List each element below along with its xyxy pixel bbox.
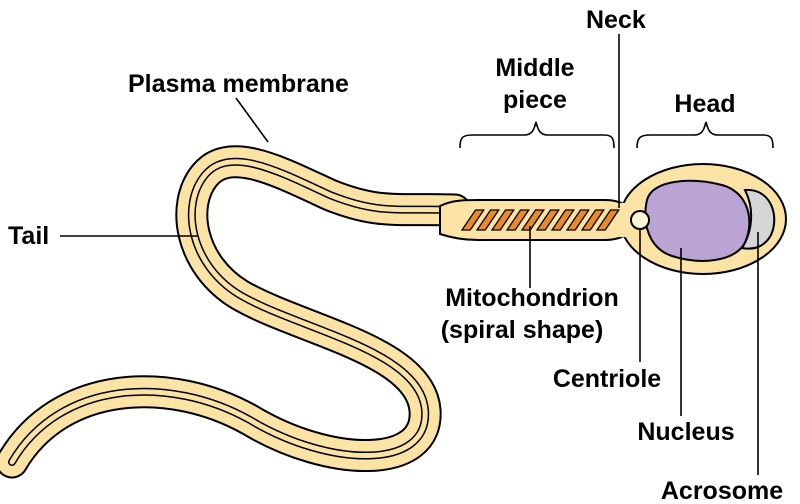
- mitochondrion-coil-segment: [475, 209, 500, 231]
- plasma-membrane-leader: [235, 97, 269, 143]
- mitochondrion-coil-segment: [550, 209, 575, 231]
- mitochondrion-coil-segment: [595, 209, 620, 231]
- mitochondrion-coil-segment: [520, 209, 545, 231]
- label-centriole: Centriole: [553, 365, 661, 393]
- tail-axoneme-fill: [9, 159, 458, 465]
- nucleus-shape: [644, 179, 751, 262]
- head-bracket: [636, 121, 774, 149]
- acrosome-shape: [740, 188, 776, 250]
- label-middle-piece-2: piece: [503, 86, 567, 114]
- label-acrosome: Acrosome: [661, 477, 783, 504]
- label-plasma-membrane: Plasma membrane: [128, 70, 349, 98]
- label-middle-piece-1: Middle: [495, 54, 574, 82]
- label-mitochondrion-1: Mitochondrion: [445, 284, 619, 312]
- label-mitochondrion-2: (spiral shape): [441, 316, 604, 344]
- mitochondrion-spiral: [460, 209, 620, 231]
- mitochondrion-coil-segment: [535, 209, 560, 231]
- label-neck: Neck: [586, 6, 646, 34]
- mitochondrion-coil-segment: [490, 209, 515, 231]
- middle-piece-bracket: [459, 121, 615, 149]
- centriole-shape: [630, 210, 650, 230]
- mitochondrion-coil-segment: [565, 209, 590, 231]
- mitochondrion-coil-segment: [580, 209, 605, 231]
- label-head: Head: [674, 90, 735, 118]
- label-nucleus: Nucleus: [637, 418, 734, 446]
- mitochondrion-coil-segment: [460, 209, 485, 231]
- mitochondrion-coil-segment: [505, 209, 530, 231]
- label-tail: Tail: [8, 222, 49, 250]
